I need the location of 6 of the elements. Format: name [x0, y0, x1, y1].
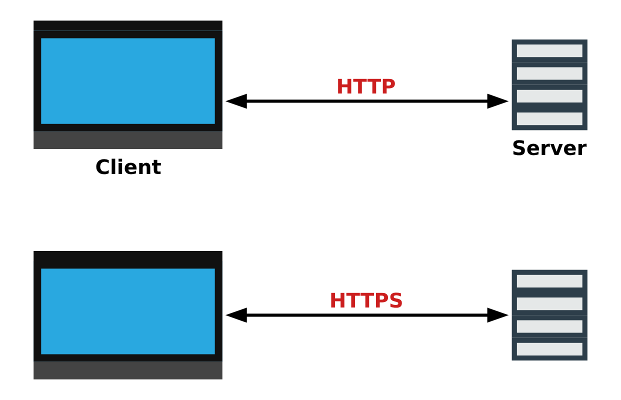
arrow	[225, 94, 509, 109]
node-label: Client	[95, 154, 162, 179]
edge-label: HTTP	[336, 74, 396, 98]
arrow	[225, 308, 509, 323]
node-label: Server	[512, 136, 587, 160]
edge-label: HTTPS	[329, 288, 404, 312]
